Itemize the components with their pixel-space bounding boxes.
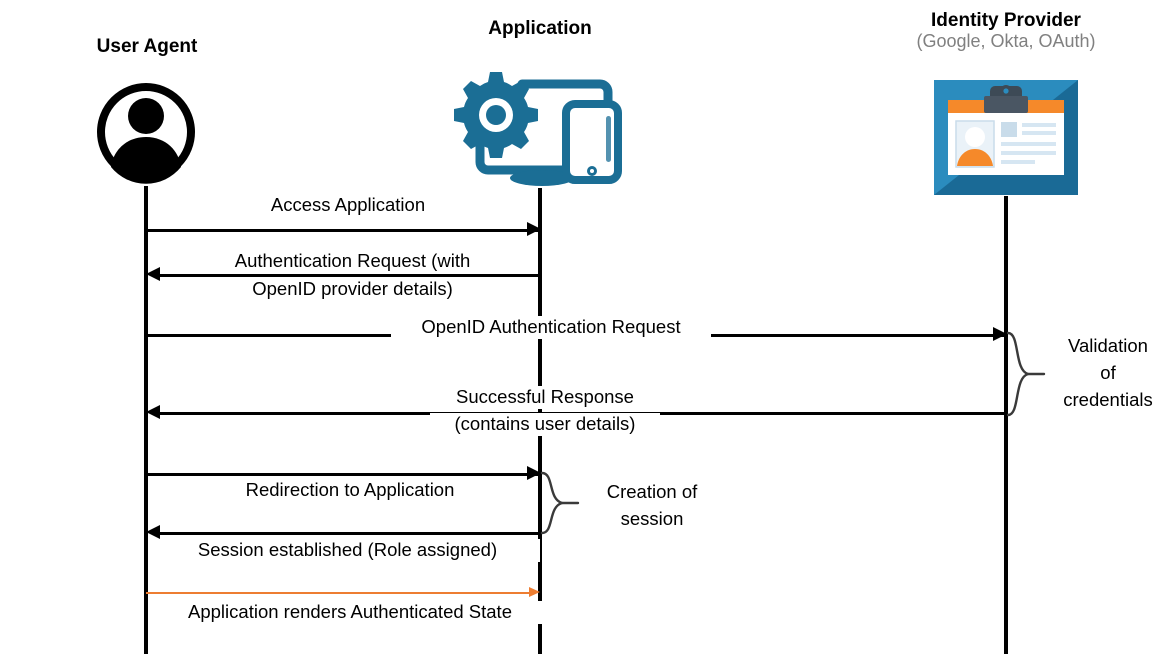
arrow-head-application-renders-authenticated-state (529, 587, 540, 597)
message-label-access-application: Access Application (193, 194, 503, 217)
message-line-session-established (155, 532, 540, 535)
actor-header-identity-provider: Identity Provider (Google, Okta, OAuth) (886, 10, 1126, 51)
note-creation-of-session-line2: session (620, 508, 684, 529)
message-label-authentication-request-line1: Authentication Request (with (170, 250, 535, 273)
brace-validation-of-credentials (1006, 330, 1046, 418)
actor-title-user-agent: User Agent (96, 36, 198, 57)
message-label-successful-response-line1: Successful Response (430, 386, 660, 409)
message-label-redirection-to-application: Redirection to Application (180, 479, 520, 502)
arrow-head-session-established (146, 525, 160, 539)
actor-header-user-agent: User Agent (52, 36, 242, 57)
message-line-authentication-request (155, 274, 540, 277)
message-label-session-established: Session established (Role assigned) (155, 539, 540, 562)
arrow-head-successful-response (146, 405, 160, 419)
arrow-head-access-application (527, 222, 541, 236)
arrow-head-redirection-to-application (527, 466, 541, 480)
message-line-application-renders-authenticated-state (146, 592, 531, 594)
note-validation-of-credentials-line3: credentials (1063, 389, 1153, 410)
lifeline-user-agent (144, 186, 148, 654)
note-creation-of-session-line1: Creation of (606, 481, 698, 502)
brace-creation-of-session (540, 470, 580, 536)
message-label-authentication-request-line2: OpenID provider details) (170, 278, 535, 301)
gear-monitor-mobile-icon (450, 66, 632, 188)
actor-subtitle-identity-provider: (Google, Okta, OAuth) (916, 31, 1096, 52)
actor-title-application: Application (488, 18, 592, 39)
message-line-access-application (146, 229, 540, 232)
actor-title-identity-provider: Identity Provider (931, 10, 1081, 31)
message-label-openid-authentication-request: OpenID Authentication Request (391, 316, 711, 339)
arrow-head-authentication-request (146, 267, 160, 281)
arrow-head-openid-authentication-request (993, 327, 1007, 341)
id-card-clipboard-icon (934, 80, 1078, 195)
lifeline-identity-provider (1004, 196, 1008, 654)
person-circle-icon (96, 78, 196, 186)
note-validation-of-credentials-line1: Validation (1068, 335, 1148, 356)
message-label-application-renders-authenticated-state: Application renders Authenticated State (155, 601, 545, 624)
note-validation-of-credentials-line2: of (1100, 362, 1116, 383)
message-line-redirection-to-application (146, 473, 540, 476)
actor-header-application: Application (445, 18, 635, 39)
message-label-successful-response-line2: (contains user details) (430, 413, 660, 436)
